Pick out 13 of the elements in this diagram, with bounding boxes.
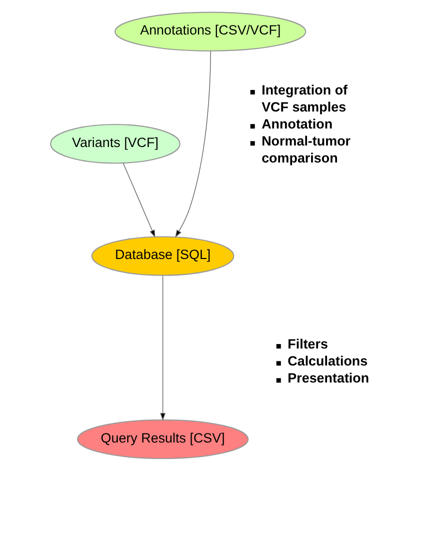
label: Annotation [261, 116, 332, 132]
label: Calculations [287, 354, 368, 369]
node-ellipse: Query Results [CSV] [76, 419, 248, 460]
label: Filters [287, 336, 328, 352]
node-ellipse: Database [SQL] [90, 236, 234, 276]
arrow [122, 162, 155, 238]
node-ellipse: Variants [VCF] [50, 124, 180, 164]
label: Normal-tumor comparison [261, 134, 350, 166]
arrow [174, 50, 210, 238]
node-ellipse: Annotations [CSV/VCF] [114, 12, 306, 52]
label: Presentation [287, 370, 369, 386]
label: Integration of VCF samples [261, 82, 348, 114]
arrow [160, 275, 166, 421]
